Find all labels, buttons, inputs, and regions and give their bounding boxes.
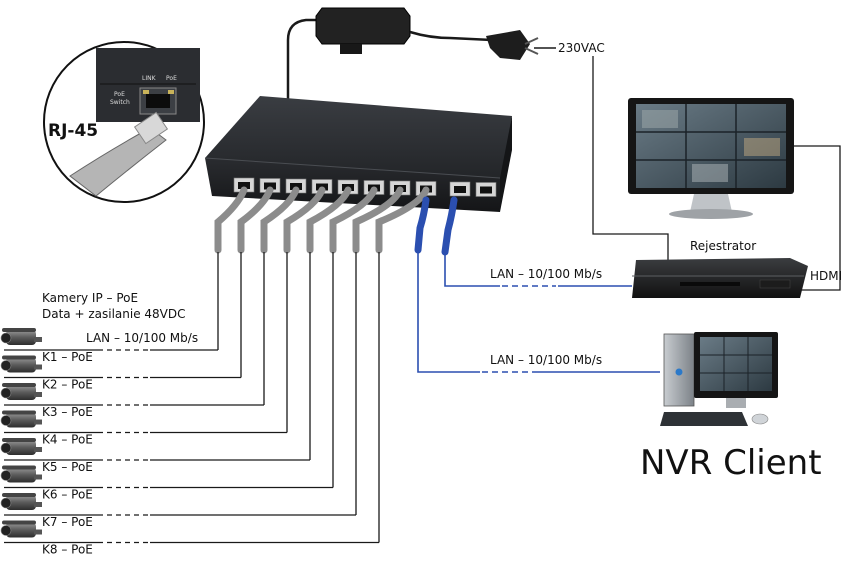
recorder-monitor [628, 98, 794, 219]
camera-lens [0, 470, 12, 481]
hdmi-label: HDMI [810, 269, 842, 283]
camera-visor [2, 355, 36, 360]
camera-mount [34, 529, 42, 535]
poe-cable [329, 186, 378, 254]
camera-lens [0, 442, 12, 454]
poe-cable [283, 186, 326, 254]
camera-mount [34, 337, 42, 342]
ip-camera-icon [6, 330, 36, 345]
switch-port-socket [480, 186, 492, 194]
camera-cables [4, 186, 430, 544]
nvr-client-title: NVR Client [640, 443, 822, 483]
ip-camera-icon [6, 522, 36, 538]
camera-label: K6 – PoE [42, 488, 93, 502]
camera-visor [2, 493, 36, 497]
recorder-label: Rejestrator [690, 239, 756, 253]
camera-visor [2, 410, 36, 415]
poe-cable [237, 186, 274, 254]
camera-lens [0, 360, 12, 371]
zoom-poe-label: PoE [166, 75, 177, 82]
camera-label: K4 – PoE [42, 433, 93, 447]
camera-visor [2, 328, 36, 332]
camera-visor [2, 438, 36, 442]
camera-label: K3 – PoE [42, 405, 93, 419]
camera-visor [2, 465, 36, 470]
ip-camera-icon [6, 385, 36, 400]
camera-lens [0, 525, 12, 536]
zoom-switch-poe: PoE [114, 91, 125, 98]
hdmi-line [790, 145, 841, 291]
ip-camera-icon [6, 440, 36, 455]
rj45-zoom-callout [43, 41, 205, 203]
camera-mount [34, 447, 42, 452]
ip-camera-icon [6, 495, 36, 510]
rj45-label: RJ-45 [48, 121, 98, 141]
lan-recorder-label: LAN – 10/100 Mb/s [490, 267, 602, 281]
camera-visor [2, 383, 36, 387]
cameras-title: Kamery IP – PoE [42, 291, 138, 305]
camera-lens [0, 415, 12, 426]
lan-client-label: LAN – 10/100 Mb/s [490, 353, 602, 367]
poe-cable [214, 186, 248, 254]
cameras-subtitle: Data + zasilanie 48VDC [42, 307, 186, 321]
switch-port-socket [290, 183, 302, 190]
camera-lens [0, 497, 12, 509]
lan-uplink-cables [414, 196, 660, 373]
camera-mount [34, 392, 42, 397]
camera-label: K7 – PoE [42, 515, 93, 529]
camera-visor [2, 520, 36, 525]
poe-cable [375, 186, 430, 254]
camera-mount [34, 502, 42, 507]
switch-port-socket [264, 182, 276, 190]
switch-port-socket [454, 186, 466, 193]
poe-cable [260, 186, 300, 254]
lan-cameras-label: LAN – 10/100 Mb/s [86, 331, 198, 345]
ip-camera-icon [6, 412, 36, 428]
camera-label: K5 – PoE [42, 460, 93, 474]
camera-label: K8 – PoE [42, 543, 93, 557]
zoom-link-label: LINK [142, 75, 157, 82]
camera-lens [0, 332, 12, 344]
nvr-client-pc [660, 332, 778, 426]
ac-power-line [592, 56, 669, 260]
ac-power-label: 230VAC [558, 41, 605, 55]
power-adapter [286, 7, 556, 100]
camera-mount [34, 364, 42, 370]
camera-label: K2 – PoE [42, 378, 93, 392]
camera-mount [34, 419, 42, 425]
camera-mount [34, 474, 42, 480]
nvr-recorder [632, 258, 808, 298]
switch-port-socket [238, 182, 250, 189]
camera-label: K1 – PoE [42, 350, 93, 364]
poe-cable [306, 186, 352, 254]
zoom-switch-text: Switch [110, 99, 130, 106]
poe-cable [352, 186, 404, 254]
camera-lens [0, 387, 12, 399]
ip-camera-icon [6, 467, 36, 483]
camera-list: K1 – PoE K2 – PoE K3 – PoE K4 – PoE K5 – PoE… [0, 328, 93, 557]
ip-camera-icon [6, 357, 36, 373]
